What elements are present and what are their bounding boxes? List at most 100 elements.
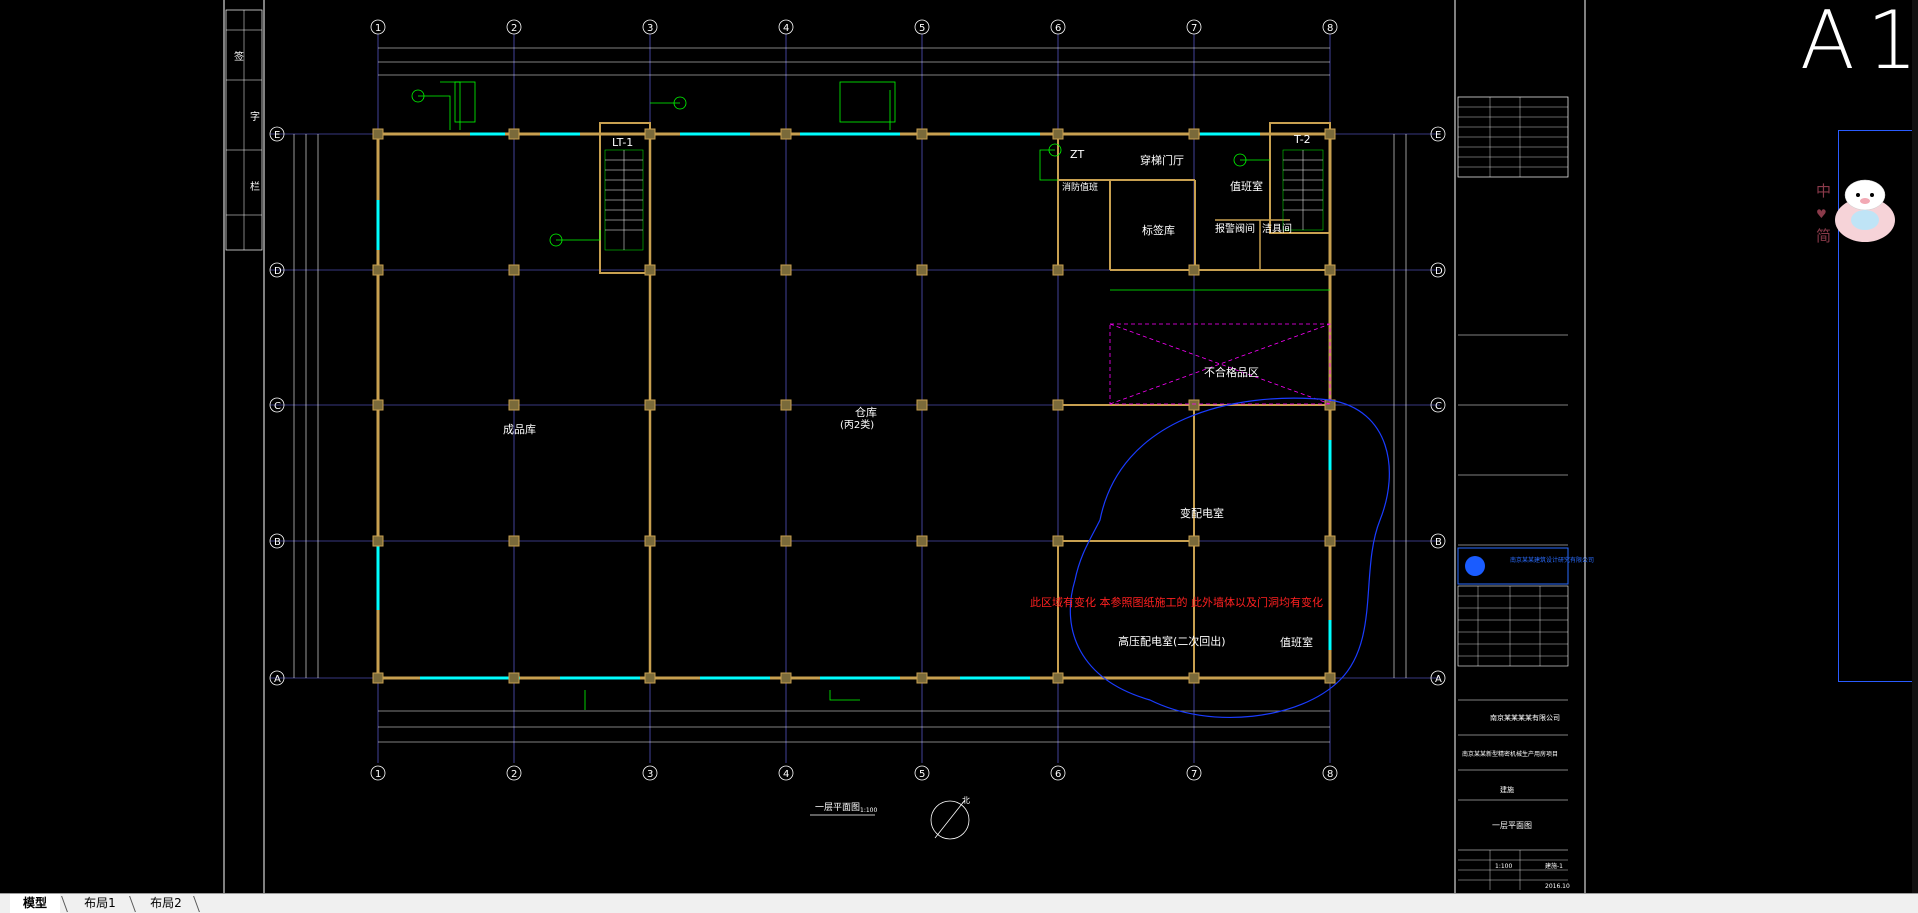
column: [1188, 672, 1200, 684]
column: [372, 535, 384, 547]
room-warehouse-class: (丙2类): [840, 418, 874, 431]
column: [1324, 128, 1336, 140]
axis-bubble: 3: [642, 19, 658, 35]
title-block-client: 南京某某某某有限公司: [1490, 713, 1560, 722]
tab-layout-2[interactable]: 布局2: [150, 896, 182, 910]
column: [372, 128, 384, 140]
axis-bubble: 2: [506, 19, 522, 35]
column: [1052, 672, 1064, 684]
axis-bubble: 7: [1186, 765, 1202, 781]
axis-bubble: 3: [642, 765, 658, 781]
column: [508, 672, 520, 684]
room-lobby: 穿梯门厅: [1140, 153, 1184, 167]
left-title-strip: 签 字 栏: [223, 0, 265, 893]
column: [372, 399, 384, 411]
model-space-canvas[interactable]: 签 字 栏: [0, 0, 1918, 893]
cad-drawing[interactable]: 签 字 栏: [0, 0, 1918, 893]
axis-bubble: B: [269, 533, 285, 549]
stairs: [604, 149, 1324, 251]
column: [508, 128, 520, 140]
input-method-mascot-icon[interactable]: [1800, 165, 1900, 255]
axis-bubble: B: [1430, 533, 1446, 549]
room-spare: 标签库: [1142, 223, 1175, 237]
input-method-label: 中 ♥ 简: [1816, 182, 1832, 245]
column: [1052, 128, 1064, 140]
axis-bubble: A: [1430, 670, 1446, 686]
axis-bubble: D: [1430, 262, 1446, 278]
title-block-scale: 1:100: [1495, 863, 1512, 870]
title-block-sheet-no: 建施-1: [1545, 862, 1563, 870]
column: [372, 264, 384, 276]
axis-bubble: 7: [1186, 19, 1202, 35]
axis-bubble: A: [269, 670, 285, 686]
room-stairs-2: T-2: [1293, 133, 1311, 146]
title-block-frame: [1454, 0, 1586, 893]
tab-layout-1[interactable]: 布局1: [84, 896, 116, 910]
axis-label: 1: [375, 23, 381, 34]
column: [644, 264, 656, 276]
column: [372, 672, 384, 684]
axis-bubble: C: [1430, 397, 1446, 413]
svg-text:字: 字: [250, 110, 260, 123]
axis-bubble: 2: [506, 765, 522, 781]
room-warehouse: 仓库: [855, 405, 877, 419]
axis-label: 1: [375, 769, 381, 780]
axis-bubble: 8: [1322, 19, 1338, 35]
windows: [376, 132, 1332, 680]
axis-label: A: [1435, 674, 1442, 685]
exterior-walls: [376, 122, 1332, 680]
axis-bubble: 5: [914, 19, 930, 35]
room-hv: 高压配电室(二次回出): [1118, 634, 1226, 648]
tab-separator: [129, 896, 136, 912]
column: [780, 535, 792, 547]
column: [916, 399, 928, 411]
column: [780, 264, 792, 276]
column: [644, 535, 656, 547]
title-block-project: 南京某某新型精密机械生产用房项目: [1462, 750, 1558, 758]
plan-title: 一层平面图: [815, 802, 860, 813]
axis-label: B: [1435, 537, 1442, 548]
axis-label: C: [1435, 401, 1442, 412]
axis-bubble: C: [269, 397, 285, 413]
column: [644, 399, 656, 411]
viewport-frame: [1838, 130, 1918, 682]
north-arrow: 北: [930, 796, 970, 840]
svg-text:北: 北: [962, 796, 970, 805]
axis-bubble: D: [269, 262, 285, 278]
axis-label: 3: [647, 23, 653, 34]
axis-bubble: 1: [370, 19, 386, 35]
room-defective-area: 不合格品区: [1204, 365, 1259, 379]
title-block-company: 南京某某建筑设计研究有限公司: [1510, 556, 1594, 564]
axis-bubble: 4: [778, 19, 794, 35]
tab-model[interactable]: 模型: [10, 894, 60, 913]
revision-note: 此区域有变化 本参照图纸施工的 此外墙体以及门洞均有变化: [1030, 595, 1323, 609]
axis-label: 7: [1191, 23, 1197, 34]
tab-separator: [61, 896, 68, 912]
column: [916, 128, 928, 140]
axis-label: 6: [1055, 769, 1061, 780]
axis-label: 5: [919, 23, 925, 34]
column: [1188, 535, 1200, 547]
axis-label: D: [274, 266, 282, 277]
room-fire: 消防值班: [1062, 181, 1098, 193]
axis-label: 6: [1055, 23, 1061, 34]
column: [1052, 264, 1064, 276]
column: [1188, 128, 1200, 140]
axis-label: 3: [647, 769, 653, 780]
axis-label: 2: [511, 23, 517, 34]
defective-area-hatch: [1109, 323, 1331, 405]
axis-label: 5: [919, 769, 925, 780]
column: [1324, 264, 1336, 276]
room-stairs-1: LT-1: [612, 136, 633, 149]
axis-label: B: [274, 537, 281, 548]
column: [644, 672, 656, 684]
axis-bubble: 6: [1050, 765, 1066, 781]
axis-bubble: 5: [914, 765, 930, 781]
dimension-lines: [293, 47, 1407, 743]
column: [508, 264, 520, 276]
column: [916, 264, 928, 276]
revision-cloud: [1069, 397, 1390, 719]
svg-text:签: 签: [234, 50, 244, 63]
vertical-scrollbar[interactable]: [1912, 0, 1918, 893]
room-duty-2: 值班室: [1280, 635, 1313, 649]
